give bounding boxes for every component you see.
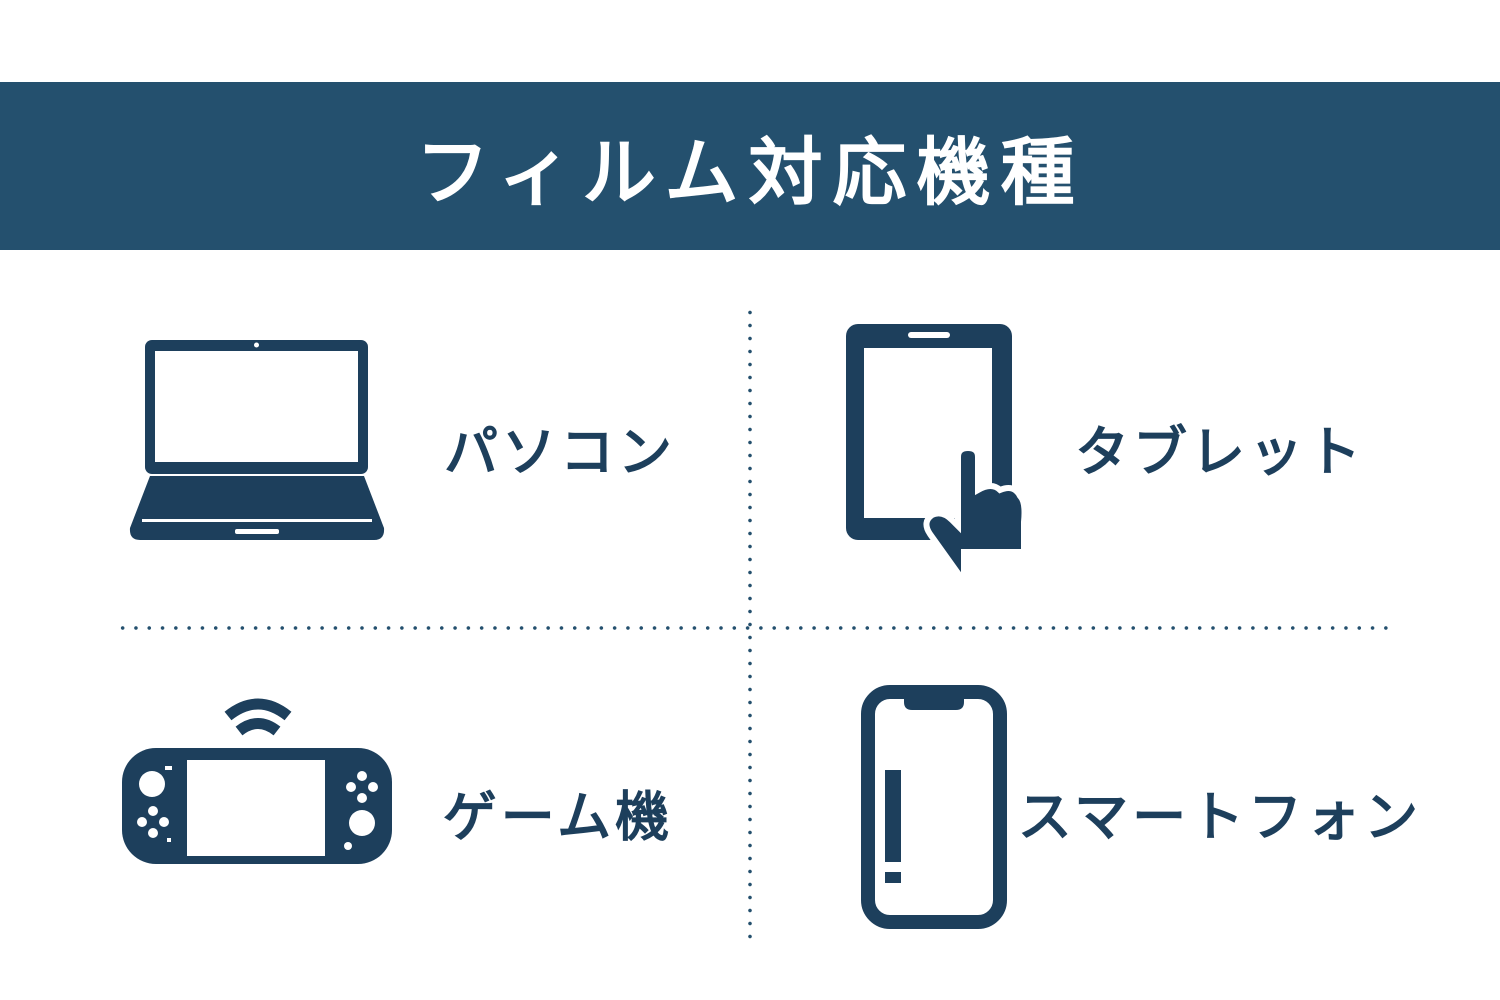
device-label-pc: パソコン xyxy=(444,420,676,484)
horizontal-divider xyxy=(116,626,1388,630)
laptop-icon xyxy=(129,340,385,540)
game-console-icon xyxy=(122,698,392,864)
vertical-divider xyxy=(748,306,752,942)
device-label-tablet: タブレット xyxy=(1075,420,1365,484)
title-banner: フィルム対応機種 xyxy=(0,82,1500,250)
tablet-icon xyxy=(846,324,1026,578)
device-label-smartphone: スマートフォン xyxy=(1017,785,1423,849)
smartphone-icon xyxy=(861,685,1007,929)
page-title: フィルム対応機種 xyxy=(415,129,1085,216)
device-label-game: ゲーム機 xyxy=(442,785,674,849)
